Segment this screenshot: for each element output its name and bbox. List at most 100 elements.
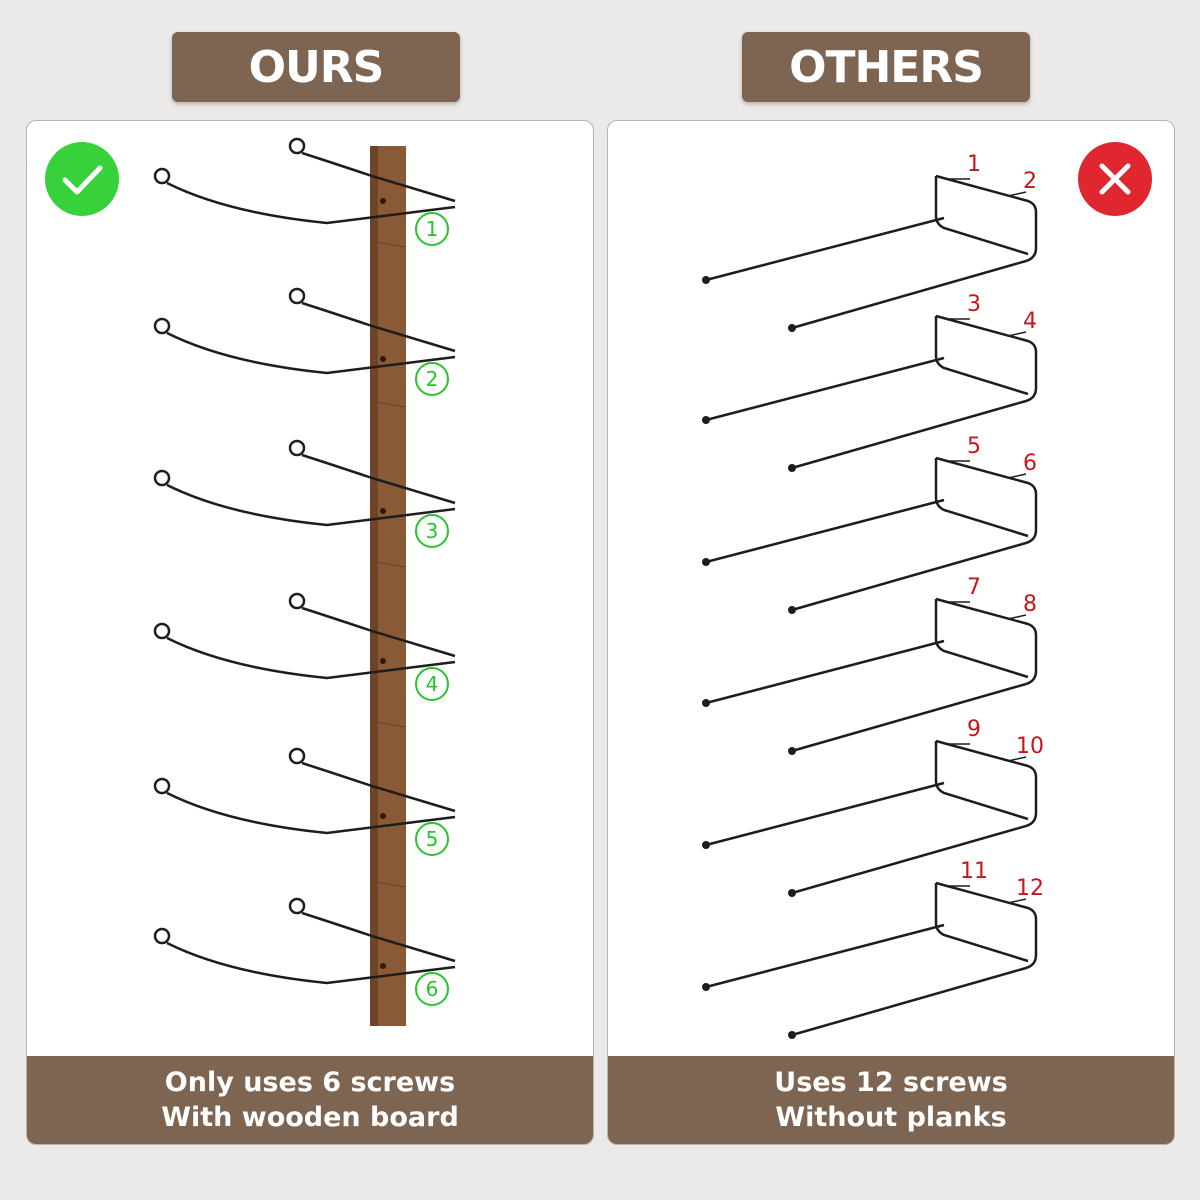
- wire-bracket: [934, 883, 1029, 963]
- wire-holder: 4: [153, 592, 456, 701]
- screw-marker: [415, 212, 449, 246]
- wire-bracket: [934, 316, 1029, 396]
- screw-number: 1: [967, 152, 981, 177]
- wire-arm: [791, 966, 1027, 1037]
- wire-arm: [166, 636, 456, 680]
- wire-arm: [791, 259, 1027, 330]
- wire-curl: [288, 137, 306, 155]
- screw-number: 8: [1023, 592, 1037, 617]
- wire-curl: [153, 317, 171, 335]
- ours-caption: Only uses 6 screws With wooden board: [27, 1056, 593, 1144]
- cross-icon: [1078, 142, 1152, 216]
- wire-end: [788, 889, 796, 897]
- wire-bracket: [935, 456, 1038, 545]
- screw-leader: [1007, 898, 1027, 904]
- board-grain: [369, 400, 407, 408]
- others-caption-line2: Without planks: [775, 1102, 1007, 1133]
- wire-curl: [288, 287, 306, 305]
- wire-bracket: [934, 741, 1029, 821]
- wire-curl: [288, 439, 306, 457]
- wire-holder: 5: [153, 747, 456, 856]
- screw-leader: [1007, 191, 1027, 197]
- wire-curl: [288, 897, 306, 915]
- ours-caption-line2: With wooden board: [161, 1102, 459, 1133]
- screw-leader: [1007, 331, 1027, 337]
- screw-marker: [415, 362, 449, 396]
- wire-arm: [301, 761, 456, 813]
- screw-leader: [1007, 756, 1027, 762]
- wire-holder: 34: [702, 292, 1038, 472]
- screw-leader: [1007, 614, 1027, 620]
- wire-curl: [153, 777, 171, 795]
- wire-curl: [153, 469, 171, 487]
- wire-holder: 6: [153, 897, 456, 1006]
- others-caption: Uses 12 screws Without planks: [608, 1056, 1174, 1144]
- wire-end: [702, 983, 710, 991]
- screw-marker-number: 4: [426, 672, 439, 696]
- wire-end: [702, 558, 710, 566]
- wire-holder: 3: [153, 439, 456, 548]
- wire-bracket: [934, 176, 1029, 256]
- wire-arm: [301, 151, 456, 203]
- board-shade: [370, 146, 378, 1026]
- wire-bracket: [935, 174, 1038, 263]
- screw-marker: [415, 667, 449, 701]
- screw-number: 11: [960, 859, 988, 884]
- screw-number: 3: [967, 292, 981, 317]
- wire-curl: [288, 592, 306, 610]
- wire-end: [788, 606, 796, 614]
- screw-number: 2: [1023, 169, 1037, 194]
- wire-curl: [153, 167, 171, 185]
- checkmark-icon: [45, 142, 119, 216]
- wire-arm: [166, 791, 456, 835]
- wire-end: [702, 416, 710, 424]
- screw-hole: [380, 356, 386, 362]
- wire-arm: [791, 399, 1027, 470]
- wire-arm: [166, 941, 456, 985]
- screw-hole: [380, 508, 386, 514]
- wire-holder: 78: [702, 575, 1038, 755]
- screw-marker: [415, 972, 449, 1006]
- screw-number: 12: [1016, 876, 1044, 901]
- wire-end: [788, 464, 796, 472]
- wire-arm: [705, 781, 945, 847]
- ours-header: OURS: [172, 32, 460, 102]
- board-grain: [369, 560, 407, 568]
- screw-leader: [1007, 473, 1027, 479]
- screw-number: 6: [1023, 451, 1037, 476]
- screw-marker-number: 6: [426, 977, 439, 1001]
- screw-number: 7: [967, 575, 981, 600]
- screw-marker: [415, 514, 449, 548]
- wire-curl: [153, 622, 171, 640]
- screw-number: 4: [1023, 309, 1037, 334]
- wire-holder: 2: [153, 287, 456, 396]
- board-grain: [369, 240, 407, 248]
- wire-bracket: [934, 458, 1029, 538]
- screw-number: 5: [967, 434, 981, 459]
- wire-arm: [166, 331, 456, 375]
- wire-arm: [791, 824, 1027, 895]
- wire-bracket: [935, 881, 1038, 970]
- others-caption-line1: Uses 12 screws: [774, 1067, 1008, 1098]
- wire-arm: [301, 606, 456, 658]
- others-header: OTHERS: [742, 32, 1030, 102]
- screw-number: 10: [1016, 734, 1044, 759]
- wire-arm: [791, 682, 1027, 753]
- wire-end: [788, 324, 796, 332]
- wire-arm: [705, 356, 945, 422]
- wire-arm: [166, 181, 456, 225]
- screw-marker-number: 2: [426, 367, 439, 391]
- wire-bracket: [935, 314, 1038, 403]
- wire-end: [702, 699, 710, 707]
- wire-arm: [301, 453, 456, 505]
- wire-bracket: [935, 597, 1038, 686]
- wire-arm: [791, 541, 1027, 612]
- wine-rack-wood-illustration: 1 2 3 4 5 6: [153, 137, 456, 1026]
- wire-holder: 1: [153, 137, 456, 246]
- wire-holder: 12: [702, 152, 1038, 332]
- screw-hole: [380, 813, 386, 819]
- screw-marker-number: 3: [426, 519, 439, 543]
- screw-hole: [380, 963, 386, 969]
